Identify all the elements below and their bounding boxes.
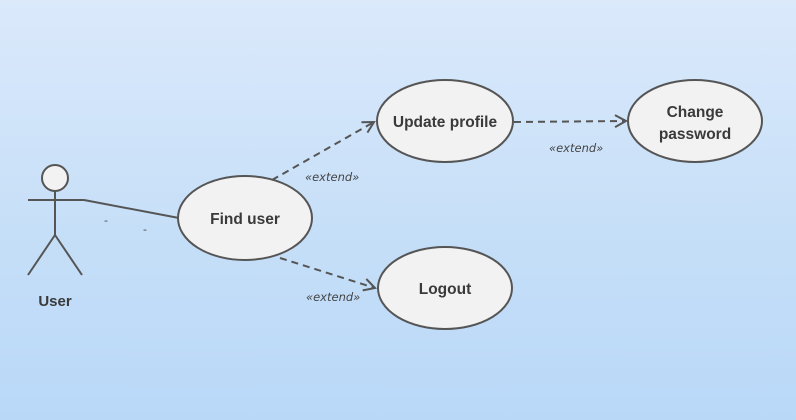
association-line [83,199,180,219]
extend-arrow-find-to-logout [279,257,375,288]
actor-label: User [38,293,72,310]
association-multiplicity-right: - [143,223,147,236]
extend-arrow-update-to-password [513,121,626,122]
use-case-update-profile-label: Update profile [393,114,498,131]
use-case-change-password[interactable]: Change password [627,79,763,163]
association-multiplicity-left: - [104,214,108,227]
use-case-find-user-shape [177,175,313,261]
use-case-logout-shape [377,246,513,330]
extend-label-find-to-logout: «extend» [306,290,360,304]
actor-head [41,164,69,192]
use-case-change-password-label-line2: password [659,126,731,143]
use-case-change-password-label-line1: Change [667,104,724,121]
use-case-update-profile[interactable]: Update profile [376,79,514,163]
use-case-logout[interactable]: Logout [377,246,513,330]
actor-user[interactable]: User [27,164,84,310]
extend-label-find-to-update: «extend» [305,170,359,184]
actor-left-leg [27,234,56,276]
use-case-logout-label: Logout [419,281,472,298]
extend-label-update-to-password: «extend» [549,141,603,155]
extend-arrow-find-to-update [271,122,374,181]
actor-right-leg [54,234,83,276]
use-case-change-password-shape [627,79,763,163]
use-case-find-user[interactable]: Find user [177,175,313,261]
use-case-update-profile-shape [376,79,514,163]
use-case-find-user-label: Find user [210,211,280,228]
